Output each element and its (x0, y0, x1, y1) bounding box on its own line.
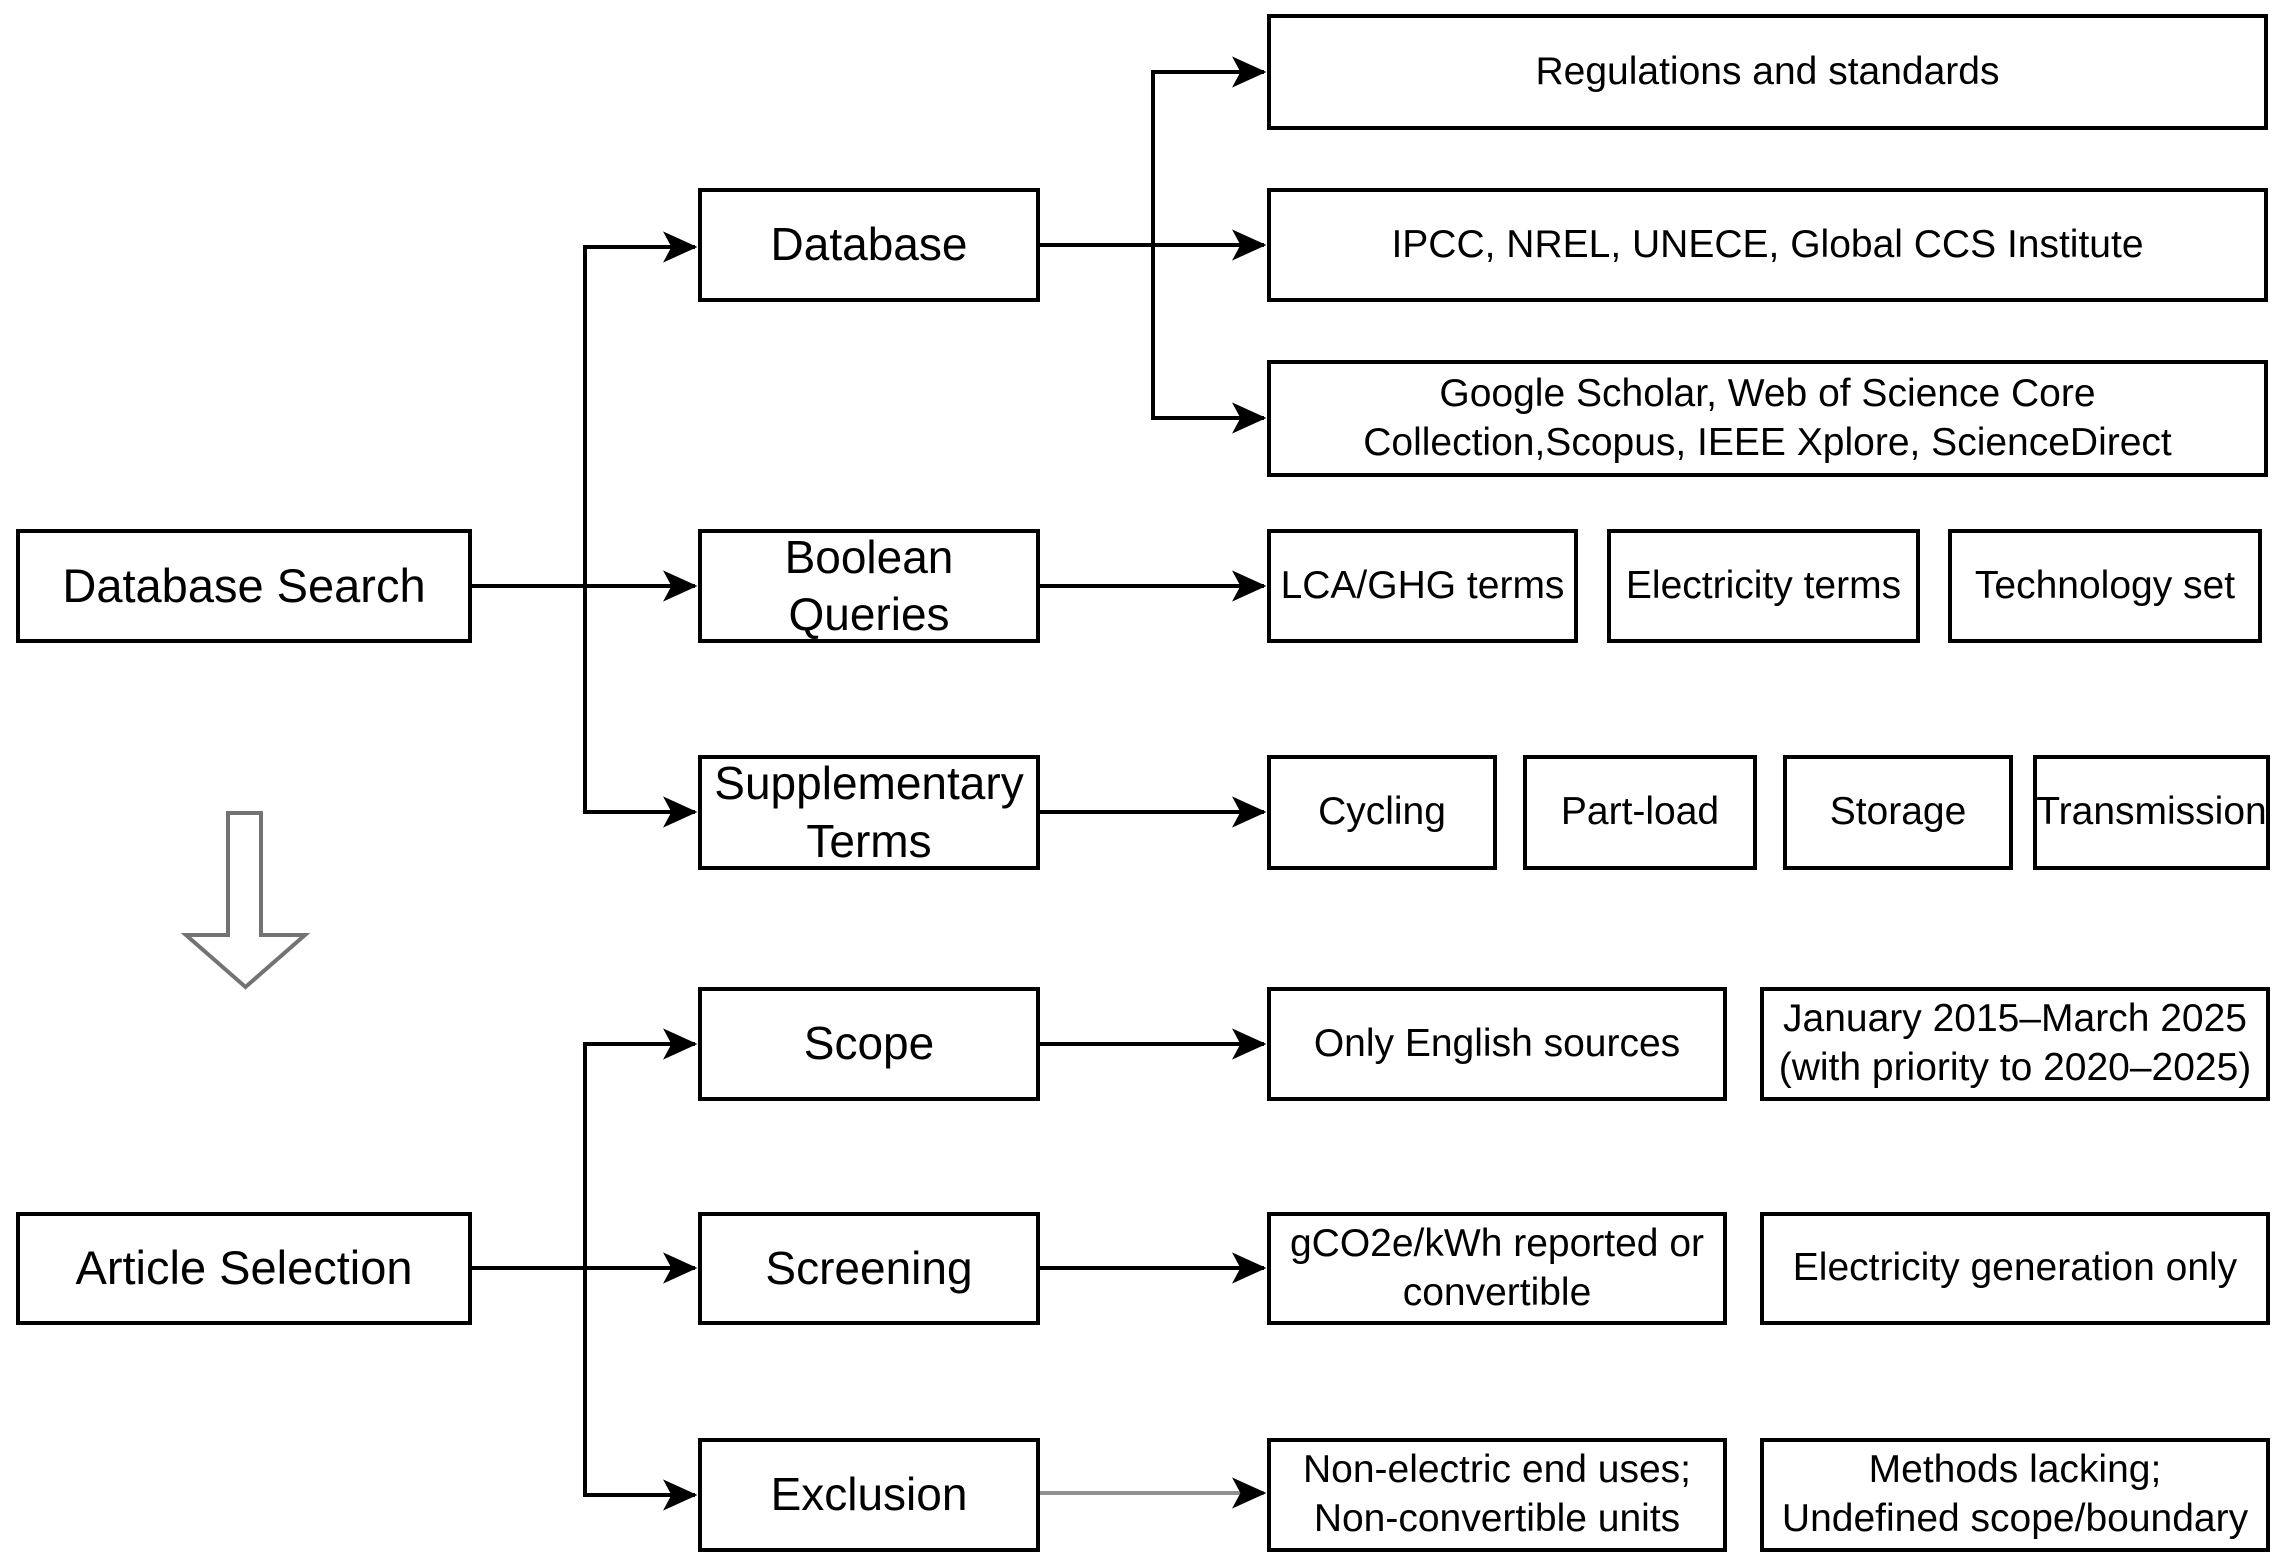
node-english-sources: Only English sources (1267, 987, 1727, 1101)
node-electricity-gen-only: Electricity generation only (1760, 1212, 2270, 1325)
edge-to-academic-databases (1151, 245, 1267, 434)
node-supplementary-terms: Supplementary Terms (698, 755, 1040, 870)
node-transmission: Transmission (2033, 755, 2270, 870)
edge-to-database (583, 231, 698, 586)
node-technology-set: Technology set (1948, 529, 2262, 643)
node-part-load: Part-load (1523, 755, 1757, 870)
node-non-electric-uses: Non-electric end uses; Non-convertible u… (1267, 1438, 1727, 1552)
edge-to-supplementary-terms (583, 586, 698, 828)
edge-layer (472, 56, 1267, 1511)
node-gco2e-reported: gCO2e/kWh reported or convertible (1267, 1212, 1727, 1325)
edge-to-regulations (1151, 56, 1267, 245)
down-arrow-icon (180, 811, 311, 990)
node-scope: Scope (698, 987, 1040, 1101)
node-methods-lacking: Methods lacking; Undefined scope/boundar… (1760, 1438, 2270, 1552)
node-exclusion: Exclusion (698, 1438, 1040, 1552)
node-screening: Screening (698, 1212, 1040, 1325)
node-date-range: January 2015–March 2025 (with priority t… (1760, 987, 2270, 1101)
node-boolean-queries: Boolean Queries (698, 529, 1040, 643)
node-cycling: Cycling (1267, 755, 1497, 870)
edge-to-exclusion (583, 1268, 698, 1511)
node-academic-databases: Google Scholar, Web of Science Core Coll… (1267, 360, 2268, 477)
edge-to-scope (583, 1028, 698, 1268)
node-agency-databases: IPCC, NREL, UNECE, Global CCS Institute (1267, 188, 2268, 302)
node-database: Database (698, 188, 1040, 302)
node-regulations: Regulations and standards (1267, 14, 2268, 130)
node-lca-ghg-terms: LCA/GHG terms (1267, 529, 1578, 643)
node-electricity-terms: Electricity terms (1607, 529, 1920, 643)
node-database-search: Database Search (16, 529, 472, 643)
node-storage: Storage (1783, 755, 2013, 870)
node-article-selection: Article Selection (16, 1212, 472, 1325)
